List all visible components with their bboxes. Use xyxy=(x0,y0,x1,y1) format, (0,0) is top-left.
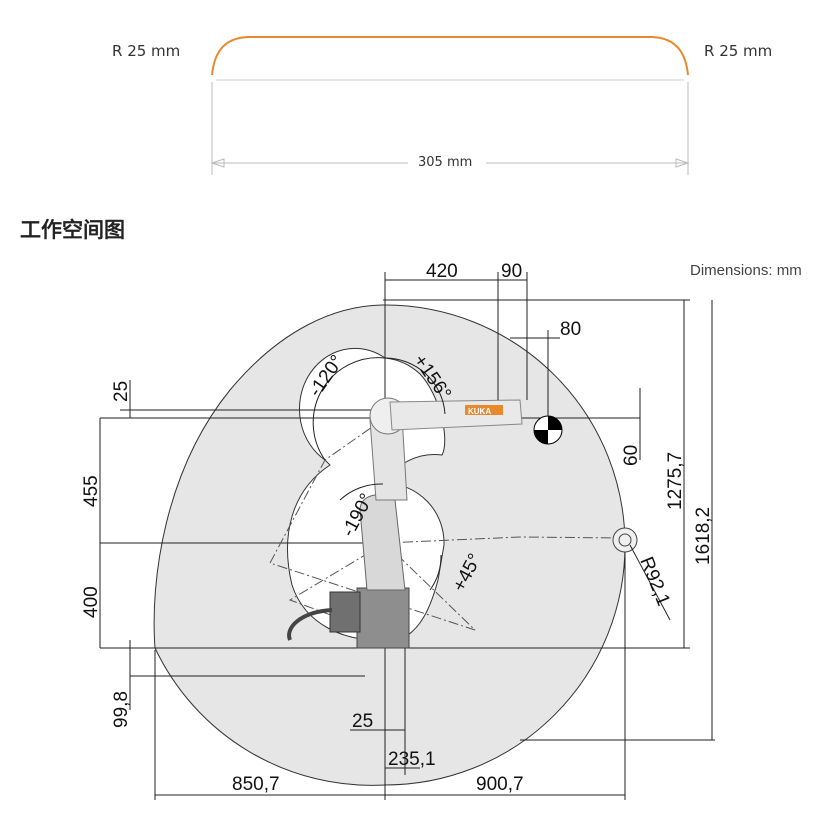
dim-99-8: 99,8 xyxy=(111,691,132,728)
cable-bundle xyxy=(287,608,333,641)
cable-connector-box xyxy=(329,591,361,633)
robot-arm: KUKA xyxy=(287,397,638,649)
wrist-end-position xyxy=(612,527,638,553)
dim-25-top: 25 xyxy=(111,381,132,402)
dim-60: 60 xyxy=(621,445,642,466)
dim-1618-2: 1618,2 xyxy=(693,507,714,565)
dim-420: 420 xyxy=(426,261,458,282)
dim-r92-1: R92,1 xyxy=(635,554,673,609)
dim-80: 80 xyxy=(560,319,581,340)
dim-235-1: 235,1 xyxy=(388,749,436,770)
dim-850-7: 850,7 xyxy=(232,774,280,795)
dash-dot-lines xyxy=(269,417,626,636)
radius-label-left: R 25 mm xyxy=(112,42,181,60)
kuka-logo-band xyxy=(465,405,503,415)
cable-length-label: 305 mm xyxy=(418,155,473,170)
dim-25-bottom: 25 xyxy=(352,711,373,732)
robot-base xyxy=(356,587,410,649)
radius-label-right: R 25 mm xyxy=(704,42,773,60)
dim-400: 400 xyxy=(81,586,102,618)
dim-900-7: 900,7 xyxy=(476,774,524,795)
cable-bend-drawing xyxy=(210,36,690,175)
arrow-right xyxy=(675,158,690,168)
arrow-left xyxy=(210,158,225,168)
dim-1275-7: 1275,7 xyxy=(665,452,686,510)
section-title: 工作空间图 xyxy=(20,218,125,242)
dim-90: 90 xyxy=(501,261,522,282)
kuka-logo-text: KUKA xyxy=(468,407,491,416)
wrist-inner-ring xyxy=(618,533,632,547)
dimension-lines xyxy=(99,272,713,800)
tool-flange-marker-fill xyxy=(534,416,562,444)
angle-arcs xyxy=(312,357,446,591)
units-note: Dimensions: mm xyxy=(690,262,802,279)
cable-outline xyxy=(211,36,689,76)
dim-455: 455 xyxy=(81,475,102,507)
